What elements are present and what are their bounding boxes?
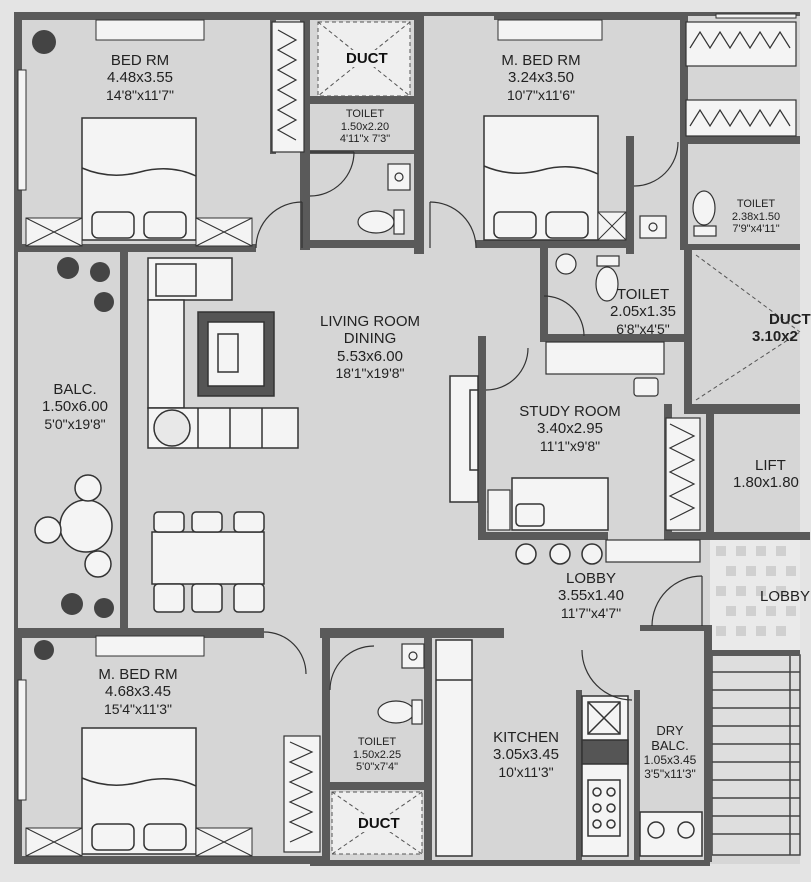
room-name: M. BED RM xyxy=(501,52,581,69)
room-name: DRY xyxy=(656,723,684,738)
room-dims: 2.38x1.50 xyxy=(731,210,781,223)
room-feet: 5'0"x19'8" xyxy=(44,415,106,432)
room-label-bed-rm: BED RM 4.48x3.55 14'8"x11'7" xyxy=(106,52,174,103)
room-label-living-dining: LIVING ROOM DINING 5.53x6.00 18'1"x19'8" xyxy=(320,313,420,381)
room-dims: 4.68x3.45 xyxy=(105,683,171,701)
lobby-tiles xyxy=(710,540,800,655)
room-feet: 10'x11'3" xyxy=(498,763,554,780)
room-name: M. BED RM xyxy=(98,666,178,683)
room-name: TOILET xyxy=(357,736,397,748)
room-feet: 4'11"x 7'3" xyxy=(339,133,391,146)
wardrobes xyxy=(271,21,797,853)
room-name: TOILET xyxy=(616,286,670,303)
room-feet: 10'7"x11'6" xyxy=(507,86,575,103)
room-dims: 1.50x6.00 xyxy=(42,398,108,416)
room-label-m-bed-rm-top: M. BED RM 3.24x3.50 10'7"x11'6" xyxy=(501,52,580,103)
room-feet: 18'1"x19'8" xyxy=(335,364,405,381)
room-name: LOBBY xyxy=(565,570,617,587)
room-feet: 14'8"x11'7" xyxy=(106,86,174,103)
kitchen-counter xyxy=(435,639,703,857)
room-label-lobby: LOBBY 3.55x1.40 11'7"x4'7" xyxy=(558,570,624,621)
room-name: LIFT xyxy=(755,457,786,474)
room-name: TOILET xyxy=(736,198,776,210)
windows xyxy=(17,13,797,801)
room-dims: 3.24x3.50 xyxy=(508,69,574,87)
room-label-dry-balcony: DRY BALC. 1.05x3.45 3'5"x11'3" xyxy=(643,723,697,781)
room-label-toilet-top-left: TOILET 1.50x2.20 4'11"x 7'3" xyxy=(340,108,390,146)
room-dims: 1.05x3.45 xyxy=(643,752,697,767)
study-furniture xyxy=(487,341,701,563)
beds xyxy=(81,115,609,855)
room-dims: 4.48x3.55 xyxy=(107,69,173,87)
room-name: DUCT xyxy=(769,311,811,328)
room-feet: 11'1"x9'8" xyxy=(539,437,601,454)
room-dims: 1.80x1.80 xyxy=(733,474,799,492)
room-name: BALC. xyxy=(53,381,97,398)
room-name: LOBBY xyxy=(760,588,811,605)
room-label-study: STUDY ROOM 3.40x2.95 11'1"x9'8" xyxy=(519,403,620,454)
doors xyxy=(255,141,703,701)
room-dims: 3.10x2 xyxy=(752,328,798,346)
room-label-toilet-mid: TOILET 2.05x1.35 6'8"x4'5" xyxy=(610,286,676,337)
room-dims: 3.55x1.40 xyxy=(558,587,624,605)
room-label-lift: LIFT 1.80x1.80 xyxy=(733,457,799,492)
bathroom-fixtures xyxy=(357,163,717,725)
room-feet: 11'7"x4'7" xyxy=(560,604,622,621)
balcony-table xyxy=(34,474,113,578)
staircase xyxy=(711,654,801,856)
side-units xyxy=(25,19,627,857)
room-name: TOILET xyxy=(345,108,385,120)
room-label-balcony: BALC. 1.50x6.00 5'0"x19'8" xyxy=(42,381,108,432)
room-feet: 15'4"x11'3" xyxy=(104,700,172,717)
room-name: BED RM xyxy=(110,52,170,69)
room-feet: 3'5"x11'3" xyxy=(644,766,696,781)
room-dims: 2.05x1.35 xyxy=(610,303,676,321)
room-feet: 5'0"x7'4" xyxy=(356,761,398,774)
room-name: KITCHEN xyxy=(493,729,559,746)
plants xyxy=(32,30,114,660)
room-label-toilet-top-right: TOILET 2.38x1.50 7'9"x4'11" xyxy=(732,198,780,236)
room-label-lobby-right: LOBBY xyxy=(760,588,810,605)
room-label-duct-right: DUCT 3.10x2 xyxy=(752,311,811,346)
duct-label-bottom: DUCT xyxy=(356,815,402,832)
room-dims: 1.50x2.20 xyxy=(340,120,390,133)
lobby-chairs xyxy=(515,543,603,565)
room-name-secondary: DINING xyxy=(343,330,397,348)
living-furniture xyxy=(147,257,479,613)
room-feet: 6'8"x4'5" xyxy=(616,320,670,337)
room-label-kitchen: KITCHEN 3.05x3.45 10'x11'3" xyxy=(493,729,559,780)
room-label-m-bed-rm-bottom: M. BED RM 4.68x3.45 15'4"x11'3" xyxy=(98,666,177,717)
duct-label-top: DUCT xyxy=(344,50,390,67)
walls xyxy=(14,12,810,866)
room-dims: 3.05x3.45 xyxy=(493,746,559,764)
room-dims: 5.53x6.00 xyxy=(337,347,403,365)
room-dims: 1.50x2.25 xyxy=(352,748,402,761)
room-name: STUDY ROOM xyxy=(519,403,621,420)
room-name-secondary: BALC. xyxy=(651,737,689,753)
room-name: LIVING ROOM xyxy=(319,313,421,330)
room-dims: 3.40x2.95 xyxy=(537,420,603,438)
room-label-toilet-bottom: TOILET 1.50x2.25 5'0"x7'4" xyxy=(353,736,401,774)
room-feet: 7'9"x4'11" xyxy=(732,223,780,236)
